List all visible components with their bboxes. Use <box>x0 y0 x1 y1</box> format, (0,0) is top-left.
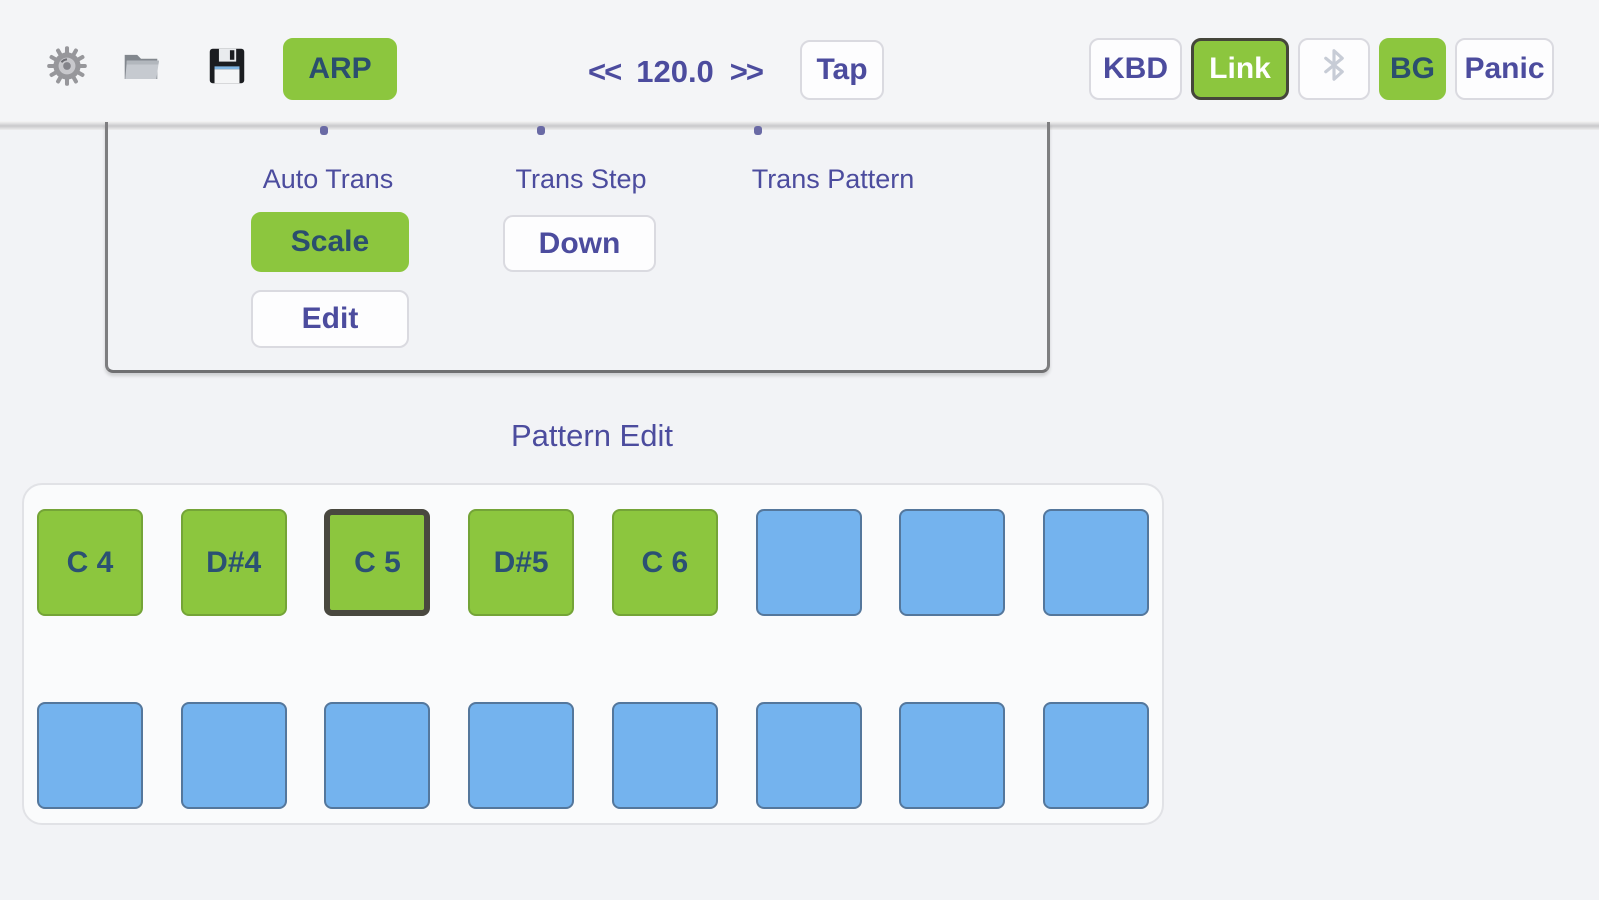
pattern-step-15[interactable] <box>899 702 1006 809</box>
pattern-step-5[interactable]: C 6 <box>611 509 718 616</box>
kbd-button[interactable]: KBD <box>1089 38 1182 100</box>
pattern-step-3[interactable]: C 5 <box>324 509 431 616</box>
tempo-decrease-button[interactable]: << <box>588 54 622 89</box>
tempo-increase-button[interactable]: >> <box>729 54 764 89</box>
link-button[interactable]: Link <box>1191 38 1289 100</box>
panel-top-tick <box>754 126 762 135</box>
pattern-grid-row-1: C 4 D#4 C 5 D#5 C 6 <box>37 509 1149 616</box>
panel-top-tick <box>320 126 328 135</box>
pattern-step-6[interactable] <box>755 509 862 616</box>
tap-tempo-button[interactable]: Tap <box>800 40 884 100</box>
tempo-control: << 120.0 >> <box>588 50 764 94</box>
background-audio-button[interactable]: BG <box>1379 38 1446 100</box>
pattern-step-10[interactable] <box>180 702 287 809</box>
save-button[interactable] <box>204 42 250 94</box>
auto-trans-scale-button[interactable]: Scale <box>251 212 409 272</box>
pattern-step-16[interactable] <box>1042 702 1149 809</box>
toolbar-right-group: KBD Link BG Panic <box>1089 38 1554 100</box>
pattern-step-13[interactable] <box>611 702 718 809</box>
pattern-step-11[interactable] <box>324 702 431 809</box>
folder-icon <box>118 43 164 94</box>
auto-trans-edit-button[interactable]: Edit <box>251 290 409 348</box>
arp-mode-button[interactable]: ARP <box>283 38 397 100</box>
auto-trans-label: Auto Trans <box>262 164 394 194</box>
pattern-step-9[interactable] <box>37 702 143 809</box>
tempo-value[interactable]: 120.0 <box>636 54 714 89</box>
pattern-grid-row-2 <box>37 702 1149 809</box>
open-preset-button[interactable] <box>118 42 164 94</box>
gear-icon <box>45 44 89 93</box>
pattern-edit-title: Pattern Edit <box>511 418 673 453</box>
settings-button[interactable] <box>44 42 90 94</box>
pattern-step-2[interactable]: D#4 <box>180 509 287 616</box>
pattern-step-1[interactable]: C 4 <box>37 509 143 616</box>
trans-pattern-label: Trans Pattern <box>751 164 915 194</box>
toolbar: ARP << 120.0 >> Tap KBD Link BG Panic <box>0 0 1599 122</box>
bluetooth-button[interactable] <box>1298 38 1370 100</box>
pattern-grid: C 4 D#4 C 5 D#5 C 6 <box>22 483 1164 825</box>
pattern-step-7[interactable] <box>899 509 1006 616</box>
pattern-step-12[interactable] <box>468 702 575 809</box>
transpose-panel: Auto Trans Trans Step Trans Pattern Scal… <box>105 122 1050 373</box>
toolbar-separator <box>0 121 1599 130</box>
floppy-disk-icon <box>205 44 249 93</box>
pattern-step-4[interactable]: D#5 <box>468 509 575 616</box>
panel-top-tick <box>537 126 545 135</box>
trans-step-down-button[interactable]: Down <box>503 215 656 272</box>
trans-step-label: Trans Step <box>515 164 647 194</box>
panic-button[interactable]: Panic <box>1455 38 1554 100</box>
pattern-step-8[interactable] <box>1042 509 1149 616</box>
bluetooth-icon <box>1316 47 1352 91</box>
pattern-step-14[interactable] <box>755 702 862 809</box>
